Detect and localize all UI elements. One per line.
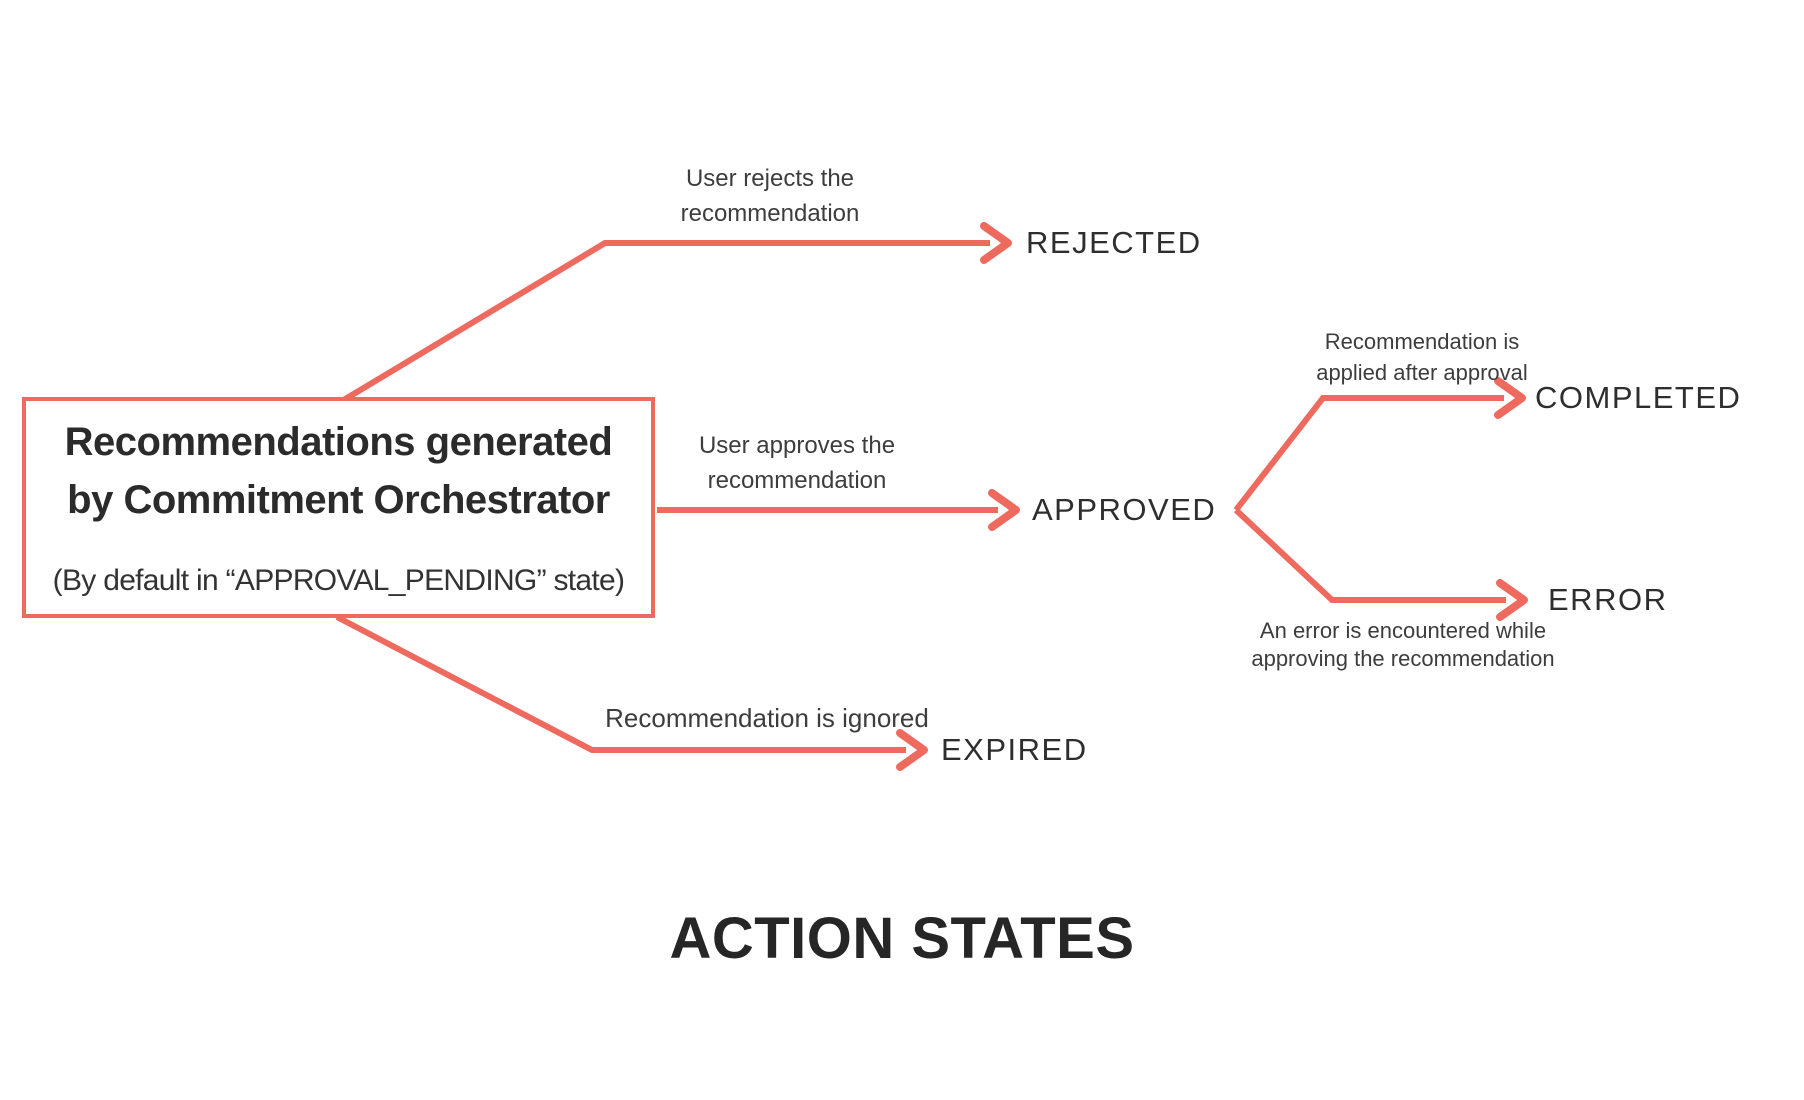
edge-expired-arrowhead-icon	[896, 729, 928, 771]
source-box-subtitle: (By default in “APPROVAL_PENDING” state)	[52, 564, 625, 597]
edge-error-arrowhead-icon	[1496, 579, 1528, 621]
edge-completed-line	[1233, 395, 1504, 512]
state-node-error: ERROR	[1548, 582, 1668, 617]
state-node-approved: APPROVED	[1032, 492, 1217, 527]
edge-expired-line	[335, 614, 906, 753]
edge-error-line	[1233, 507, 1506, 603]
edge-label-expired: Recommendation is ignored	[605, 703, 929, 733]
edge-label-error: An error is encountered while approving …	[1251, 618, 1555, 671]
edge-label-rejected: User rejects the recommendation	[680, 165, 860, 227]
state-node-rejected: REJECTED	[1026, 225, 1202, 260]
state-node-expired: EXPIRED	[941, 732, 1088, 767]
edge-rejected-line	[340, 240, 990, 404]
edge-completed-arrowhead-icon	[1494, 377, 1526, 419]
source-state-box: Recommendations generated by Commitment …	[22, 397, 655, 618]
edge-label-completed: Recommendation is applied after approval	[1316, 329, 1528, 385]
state-node-completed: COMPLETED	[1535, 380, 1742, 415]
source-box-title: Recommendations generated by Commitment …	[64, 420, 613, 522]
diagram-title: ACTION STATES	[669, 906, 1135, 971]
edge-label-approved: User approves the recommendation	[698, 432, 896, 494]
edge-approved-arrowhead-icon	[988, 489, 1020, 531]
edge-rejected-arrowhead-icon	[980, 222, 1012, 264]
